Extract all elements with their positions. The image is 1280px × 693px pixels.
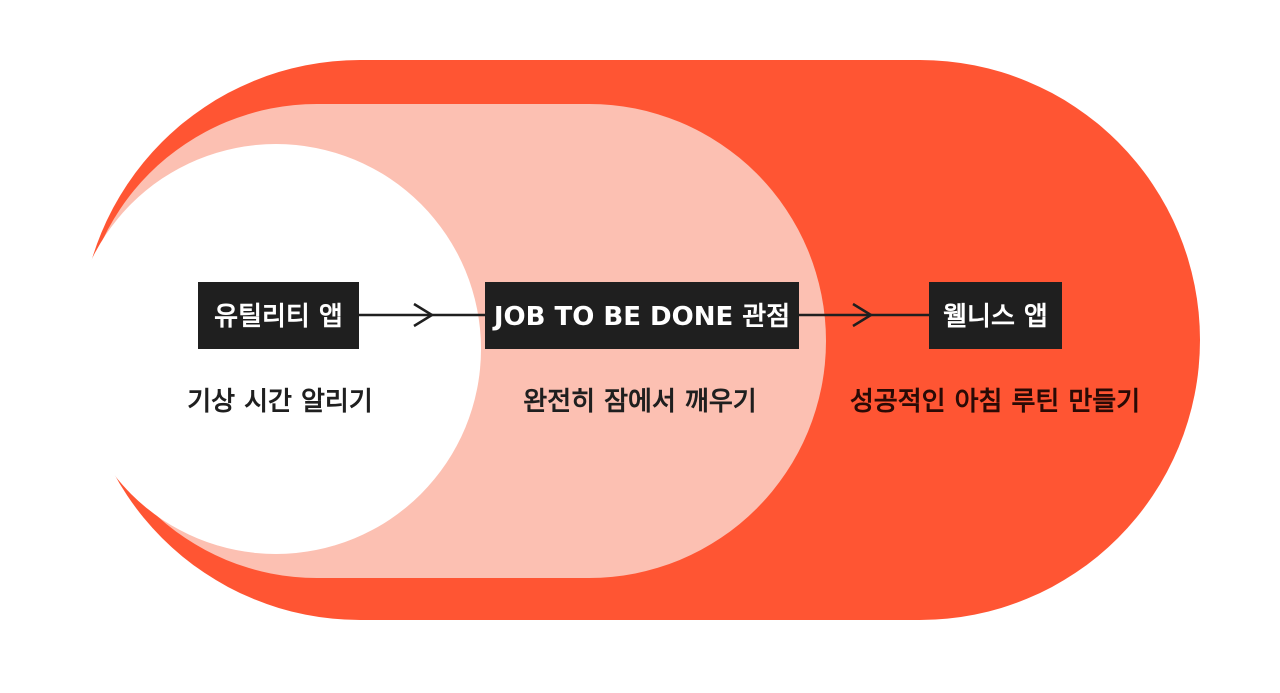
wellness-app-label-box: 웰니스 앱: [929, 282, 1062, 349]
jtbd-label: JOB TO BE DONE 관점: [492, 302, 790, 332]
arrow-utility-to-jtbd: [359, 302, 485, 328]
utility-app-description: 기상 시간 알리기: [187, 387, 373, 417]
wellness-app-description: 성공적인 아침 루틴 만들기: [850, 387, 1140, 417]
wellness-app-label: 웰니스 앱: [943, 302, 1048, 332]
arrow-jtbd-to-wellness: [799, 302, 929, 328]
jtbd-description: 완전히 잠에서 깨우기: [523, 387, 756, 417]
utility-app-label-box: 유틸리티 앱: [198, 282, 359, 349]
utility-app-label: 유틸리티 앱: [214, 302, 343, 332]
jtbd-label-box: JOB TO BE DONE 관점: [485, 282, 799, 349]
